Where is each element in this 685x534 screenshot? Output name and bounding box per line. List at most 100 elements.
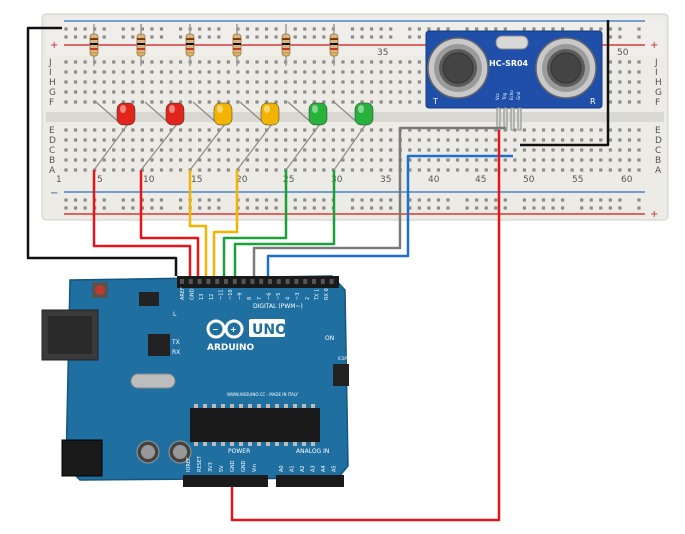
hole bbox=[484, 158, 488, 162]
hole bbox=[331, 80, 335, 84]
hole bbox=[236, 138, 240, 142]
hole bbox=[169, 158, 173, 162]
digital-header-label: DIGITAL (PWM~) bbox=[253, 303, 303, 310]
hole bbox=[513, 138, 517, 142]
hole bbox=[179, 168, 183, 172]
rail-hole bbox=[446, 206, 450, 210]
power-header bbox=[183, 475, 268, 487]
hole bbox=[360, 158, 364, 162]
hole bbox=[608, 100, 612, 104]
rail-hole bbox=[608, 35, 612, 39]
hole bbox=[159, 168, 164, 172]
power-pin-label: IOREF bbox=[186, 457, 192, 472]
rail-hole bbox=[179, 35, 183, 39]
hole bbox=[274, 100, 278, 104]
hole bbox=[561, 128, 565, 132]
hole bbox=[360, 168, 364, 172]
hole bbox=[522, 168, 526, 172]
hole bbox=[637, 128, 641, 132]
hole bbox=[350, 168, 355, 172]
hole bbox=[159, 158, 164, 162]
rail-hole bbox=[436, 198, 441, 202]
hole bbox=[236, 60, 240, 64]
capacitors bbox=[136, 440, 192, 464]
hole bbox=[389, 168, 393, 172]
hole bbox=[198, 90, 202, 94]
rail-hole bbox=[427, 198, 431, 202]
hole bbox=[245, 148, 250, 152]
hole bbox=[150, 148, 154, 152]
hole bbox=[179, 128, 183, 132]
hole bbox=[494, 138, 498, 142]
hole bbox=[140, 148, 144, 152]
hole bbox=[580, 158, 584, 162]
hole bbox=[370, 158, 374, 162]
reset-button[interactable] bbox=[92, 282, 108, 298]
hole bbox=[599, 128, 603, 132]
hole bbox=[188, 70, 192, 74]
rail-hole bbox=[561, 206, 565, 210]
hole bbox=[370, 100, 374, 104]
hole bbox=[475, 128, 479, 132]
lower-terminal-holes bbox=[64, 128, 641, 172]
rail-hole bbox=[417, 206, 421, 210]
rail-hole bbox=[179, 27, 183, 31]
hole bbox=[551, 128, 555, 132]
rail-hole bbox=[370, 198, 374, 202]
hole bbox=[627, 138, 632, 142]
rail-hole bbox=[608, 27, 612, 31]
hole bbox=[360, 80, 364, 84]
hole bbox=[580, 138, 584, 142]
rail-hole bbox=[350, 206, 355, 210]
rail-hole bbox=[379, 198, 383, 202]
hole bbox=[226, 100, 230, 104]
hole bbox=[398, 80, 402, 84]
hole bbox=[255, 90, 259, 94]
hole bbox=[618, 168, 622, 172]
hole bbox=[408, 100, 412, 104]
hole bbox=[532, 128, 536, 132]
rail-hole bbox=[551, 198, 555, 202]
hole bbox=[83, 158, 87, 162]
rail-hole bbox=[427, 27, 431, 31]
hole bbox=[73, 148, 78, 152]
hole bbox=[73, 100, 78, 104]
hole bbox=[284, 80, 288, 84]
hole bbox=[322, 168, 326, 172]
hole bbox=[64, 128, 68, 132]
resistor bbox=[89, 24, 99, 66]
hole bbox=[255, 60, 259, 64]
hole bbox=[102, 138, 106, 142]
hole bbox=[293, 128, 297, 132]
hole bbox=[627, 90, 632, 94]
rail-hole bbox=[599, 27, 603, 31]
col-number-top-35: 35 bbox=[377, 48, 388, 58]
hole bbox=[131, 138, 135, 142]
rail-hole bbox=[198, 35, 202, 39]
header-socket bbox=[268, 279, 272, 284]
column-number: 60 bbox=[621, 175, 633, 185]
hole bbox=[131, 100, 135, 104]
atmega-microcontroller bbox=[190, 408, 320, 442]
hole bbox=[561, 138, 565, 142]
rail-hole bbox=[389, 27, 393, 31]
hole bbox=[446, 148, 450, 152]
hole bbox=[608, 158, 612, 162]
row-letter-left: D bbox=[49, 136, 56, 146]
rail-hole bbox=[264, 198, 269, 202]
rail-hole bbox=[541, 198, 546, 202]
rail-hole bbox=[83, 206, 87, 210]
rail-hole bbox=[580, 27, 584, 31]
hole bbox=[589, 158, 593, 162]
hole bbox=[255, 138, 259, 142]
hole bbox=[350, 158, 355, 162]
rx-label: RX bbox=[172, 349, 180, 356]
hole bbox=[417, 80, 421, 84]
hole bbox=[465, 148, 469, 152]
hole bbox=[350, 128, 355, 132]
rail-hole bbox=[417, 198, 421, 202]
led bbox=[93, 101, 136, 171]
wires bbox=[26, 20, 610, 522]
